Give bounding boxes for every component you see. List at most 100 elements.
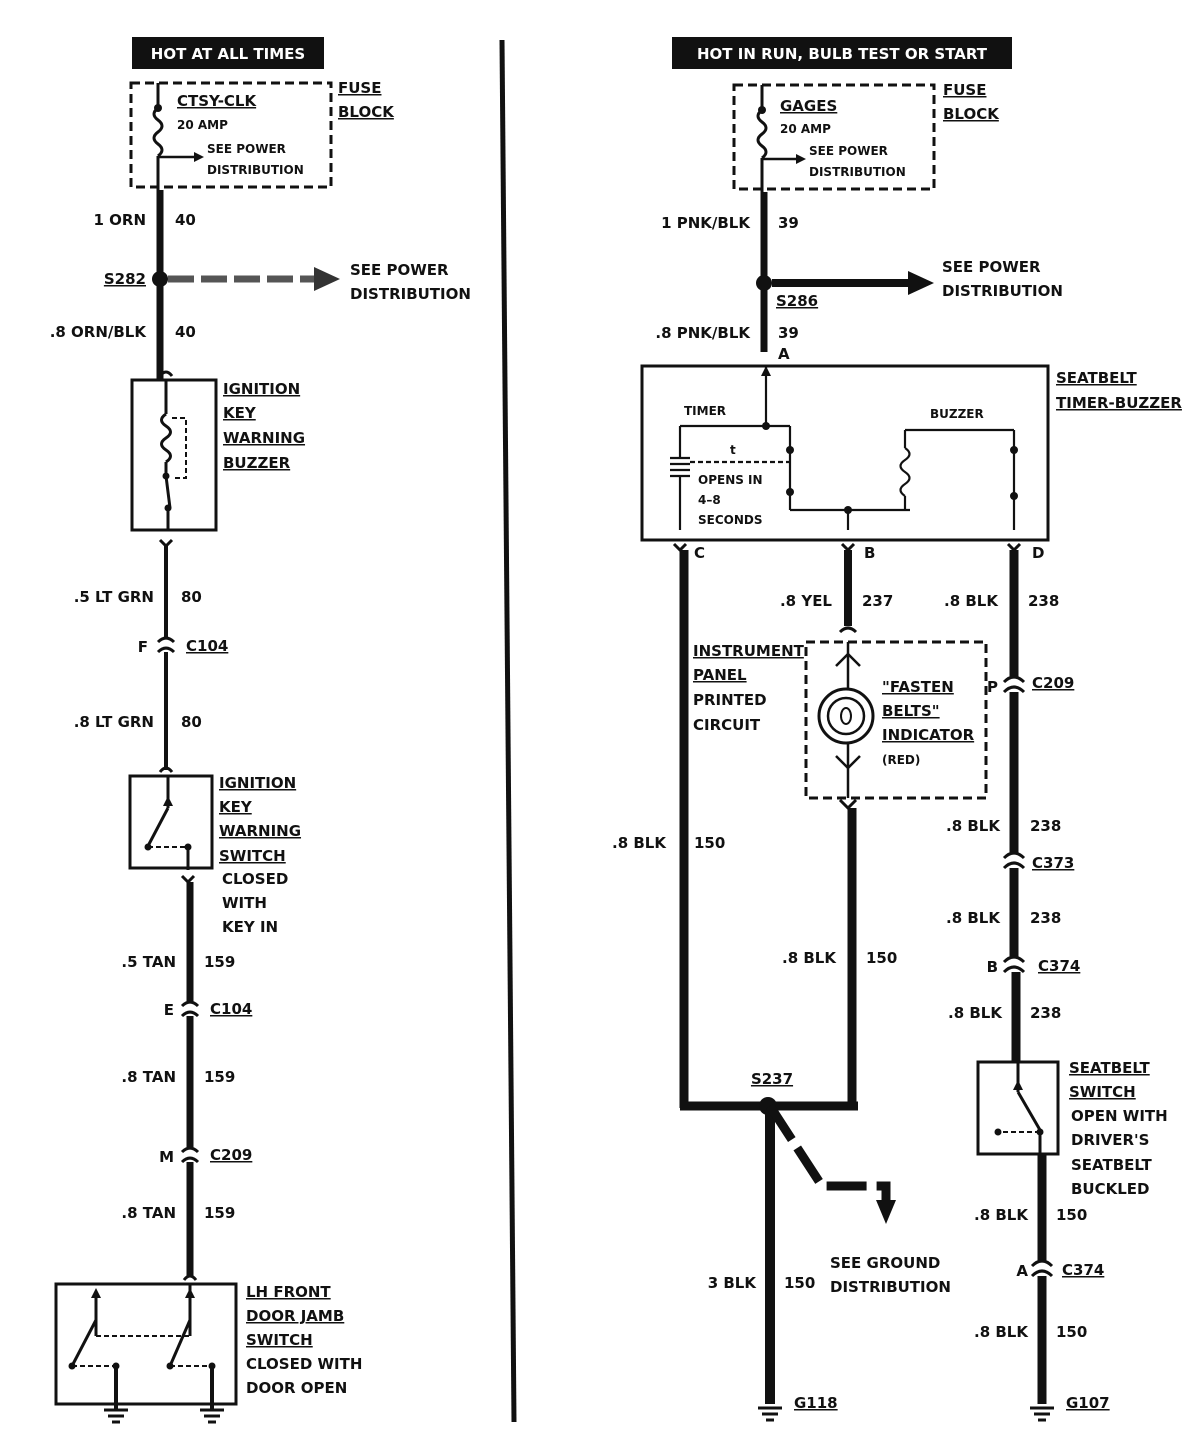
right-wire2-pin: A (778, 345, 790, 363)
right-splice-id: S286 (776, 292, 818, 310)
left-switch-l2: KEY (219, 798, 253, 816)
right-sbs-l2: SWITCH (1069, 1083, 1136, 1101)
right-module-arrow-a (761, 366, 771, 376)
right-indicator-exit (838, 798, 858, 811)
left-buzzer-coil (160, 412, 172, 464)
right-wireB2-circuit: 150 (866, 949, 897, 967)
left-conn3-symbol (180, 1146, 200, 1164)
right-fuse-block (732, 83, 936, 191)
left-conn1-symbol (156, 636, 176, 654)
left-switch-l3: WARNING (219, 822, 301, 840)
left-buzzer-entry (158, 370, 174, 377)
left-wire4-circuit: 80 (181, 713, 202, 731)
right-ground-g118-icon (758, 1406, 782, 1422)
right-fuse-node (758, 106, 766, 114)
right-wireS2-size: .8 BLK (974, 1323, 1029, 1341)
left-splice-see2: DISTRIBUTION (350, 285, 471, 303)
left-buzzer-contact-dashed (172, 417, 187, 479)
right-ipc-l1: INSTRUMENT (693, 642, 805, 660)
right-module-node-3 (786, 488, 794, 496)
right-wire2-size: .8 PNK/BLK (655, 324, 751, 342)
right-sbs-n1: OPEN WITH (1071, 1107, 1168, 1125)
left-door-l2: DOOR JAMB (246, 1307, 344, 1325)
left-splice-id: S282 (104, 270, 146, 288)
left-door-sw1-arrow (91, 1288, 101, 1298)
right-fuse-name: GAGES (780, 97, 837, 115)
right-sbs-n4: BUCKLED (1071, 1180, 1150, 1198)
right-indicator-l4: (RED) (882, 753, 920, 767)
right-c373-id: C373 (1032, 854, 1074, 872)
right-ipc-l4: CIRCUIT (693, 716, 761, 734)
right-indicator-bulb-icon (817, 687, 875, 745)
left-wire5-size: .5 TAN (121, 953, 176, 971)
right-module-node-2 (786, 446, 794, 454)
left-buzzer-box (130, 378, 218, 532)
right-indicator-chevron-a (835, 652, 861, 667)
left-switch-n1: CLOSED (222, 870, 288, 888)
right-fuse-label1: FUSE (943, 81, 986, 99)
right-sbs-n2: DRIVER'S (1071, 1131, 1149, 1149)
left-buzzer-exit (158, 538, 174, 549)
left-wire2-circuit: 40 (175, 323, 196, 341)
right-ground-see1: SEE GROUND (830, 1254, 940, 1272)
right-c373-symbol (1002, 851, 1026, 870)
left-wire5-circuit: 159 (204, 953, 235, 971)
right-pinC-symbol (672, 542, 688, 553)
left-fuse-see1: SEE POWER (207, 142, 286, 156)
right-splice-see2: DISTRIBUTION (942, 282, 1063, 300)
left-door-box (54, 1282, 238, 1406)
right-splice-s286 (756, 275, 772, 291)
right-sbs-arrow (1013, 1080, 1023, 1090)
right-fuse-label2: BLOCK (943, 105, 1000, 123)
right-wireB-size: .8 YEL (780, 592, 832, 610)
left-door-n1: CLOSED WITH (246, 1355, 362, 1373)
left-switch-l1: IGNITION (219, 774, 296, 792)
right-module-buzzer: BUZZER (930, 407, 984, 421)
left-door-ground-1-icon (104, 1408, 128, 1424)
left-fuse-label2: BLOCK (338, 103, 395, 121)
right-wireD1-circuit: 238 (1028, 592, 1059, 610)
right-indicator-l1: "FASTEN (882, 678, 954, 696)
left-switch-blade (146, 807, 170, 847)
right-wireS1-size: .8 BLK (974, 1206, 1029, 1224)
right-module-o1: OPENS IN (698, 473, 763, 487)
left-switch-l4: SWITCH (219, 847, 286, 865)
right-module-node-1 (762, 422, 770, 430)
left-header-box (132, 37, 324, 69)
left-switch-exit (180, 874, 196, 885)
left-wire1-circuit: 40 (175, 211, 196, 229)
right-c209-symbol (1002, 675, 1026, 694)
right-c209-id: C209 (1032, 674, 1074, 692)
left-door-ground-2-icon (200, 1408, 224, 1424)
right-module-node-5 (1010, 446, 1018, 454)
right-module-timer: TIMER (684, 404, 726, 418)
left-splice-see1: SEE POWER (350, 261, 449, 279)
right-pinD: D (1032, 544, 1044, 562)
right-pinC: C (694, 544, 705, 562)
right-g107: G107 (1066, 1394, 1110, 1412)
right-fuse-see2: DISTRIBUTION (809, 165, 906, 179)
right-wireG-size: 3 BLK (708, 1274, 758, 1292)
left-wire6-circuit: 159 (204, 1068, 235, 1086)
right-wireD4-circuit: 238 (1030, 1004, 1061, 1022)
right-wireB2-size: .8 BLK (782, 949, 837, 967)
right-wireS1-circuit: 150 (1056, 1206, 1087, 1224)
left-door-sw1-blade (70, 1319, 98, 1367)
right-header-box (672, 37, 1012, 69)
left-fuse-symbol (152, 106, 164, 158)
right-c374b-id: C374 (1062, 1261, 1104, 1279)
right-header: HOT IN RUN, BULB TEST OR START (697, 45, 988, 63)
right-sbs-blade (1016, 1091, 1042, 1131)
right-c374b-symbol (1030, 1259, 1054, 1278)
right-ground-g107-icon (1030, 1406, 1054, 1422)
left-wire3-size: .5 LT GRN (74, 588, 154, 606)
left-wire7-circuit: 159 (204, 1204, 235, 1222)
left-fuse-node (154, 104, 162, 112)
left-header: HOT AT ALL TIMES (151, 45, 305, 63)
right-wire2-circuit: 39 (778, 324, 799, 342)
left-conn3-id: C209 (210, 1146, 252, 1164)
right-wireB-circuit: 237 (862, 592, 893, 610)
left-buzzer-l3: WARNING (223, 429, 305, 447)
right-wireD1-size: .8 BLK (944, 592, 999, 610)
